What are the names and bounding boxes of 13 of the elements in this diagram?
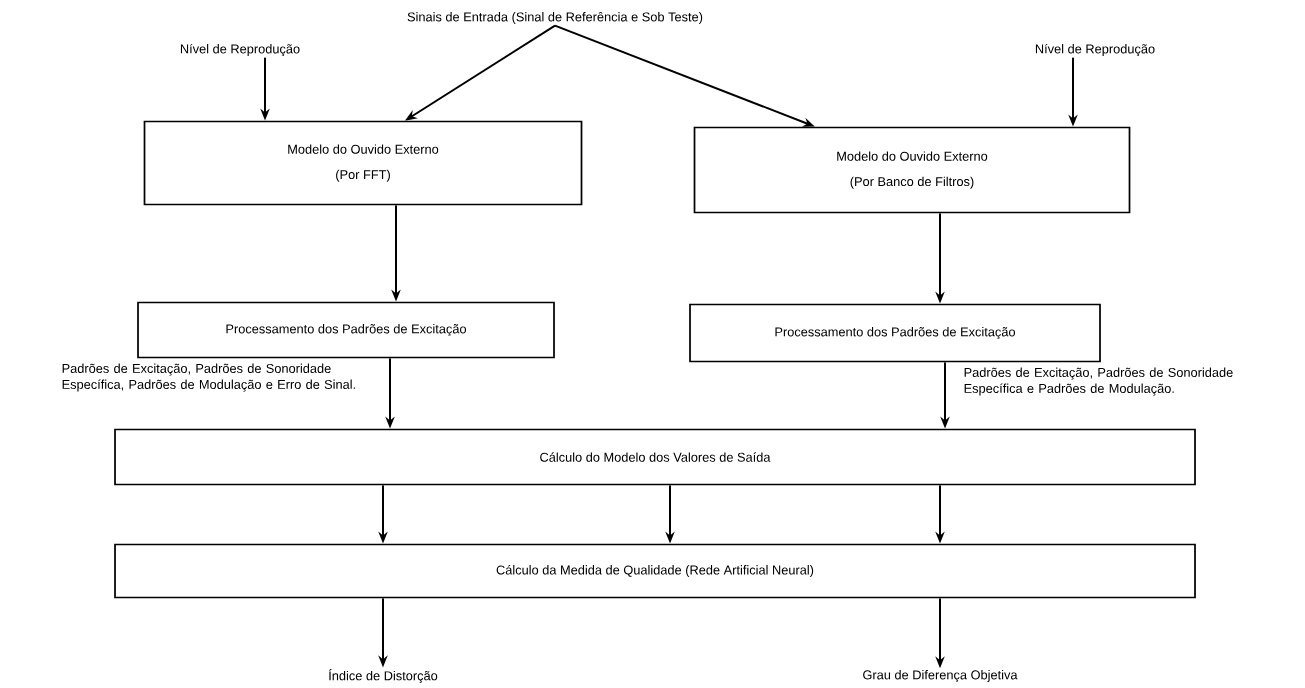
label-text: Nível de Reprodução — [1035, 43, 1155, 57]
label-text: Grau de Diferença Objetiva — [863, 670, 1018, 682]
process-box: Modelo do Ouvido Externo (Por Banco de Filtros) — [693, 126, 1131, 214]
edge-label: Padrões de Excitação, Padrões de Sonoridade Específica, Padrões de Modulação e Erro de Sinal. — [62, 363, 355, 392]
label-text: Sinais de Entrada (Sinal de Referência e Sob Teste) — [407, 12, 703, 24]
process-box: Processamento dos Padrões de Excitação — [689, 303, 1101, 363]
process-box: Processamento dos Padrões de Excitação — [137, 301, 555, 359]
process-box: Cálculo do Modelo dos Valores de Saída — [114, 428, 1196, 486]
process-box: Cálculo da Medida de Qualidade (Rede Artificial Neural) — [114, 543, 1196, 599]
label-text: Índice de Distorção — [329, 669, 438, 683]
label-text: Nível de Reprodução — [180, 43, 300, 57]
process-box: Modelo do Ouvido Externo (Por FFT) — [143, 120, 583, 206]
edge-label: Padrões de Excitação, Padrões de Sonoridade Específica e Padrões de Modulação. — [964, 367, 1233, 396]
